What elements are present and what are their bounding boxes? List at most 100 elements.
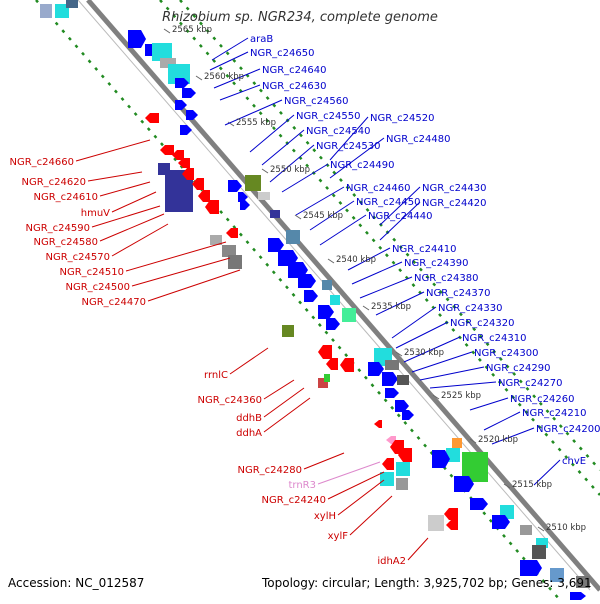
gene-feature[interactable] <box>175 100 187 110</box>
gene-label-forward[interactable]: NGR_c24430 <box>422 183 487 194</box>
gene-label-forward[interactable]: NGR_c24520 <box>370 113 435 124</box>
gene-label-reverse[interactable]: hmuV <box>81 208 110 219</box>
gene-feature[interactable] <box>210 235 222 245</box>
gene-label-reverse[interactable]: NGR_c24620 <box>22 177 87 188</box>
gene-feature[interactable] <box>318 305 334 319</box>
gene-feature[interactable] <box>576 576 590 588</box>
gene-feature[interactable] <box>380 472 394 486</box>
gene-feature[interactable] <box>205 200 219 214</box>
gene-feature[interactable] <box>304 290 318 302</box>
gene-feature[interactable] <box>397 375 409 385</box>
gene-feature[interactable] <box>428 515 444 531</box>
gene-label-reverse[interactable]: NGR_c24570 <box>46 252 111 263</box>
gene-label-reverse[interactable]: NGR_c24590 <box>26 223 91 234</box>
gene-feature[interactable] <box>330 295 340 305</box>
gene-feature[interactable] <box>258 192 270 200</box>
gene-feature[interactable] <box>446 520 458 530</box>
gene-feature[interactable] <box>318 345 332 359</box>
gene-feature[interactable] <box>390 440 404 454</box>
gene-label-forward[interactable]: NGR_c24560 <box>284 96 349 107</box>
gene-label-forward[interactable]: NGR_c24550 <box>296 111 361 122</box>
gene-label-reverse[interactable]: idhA2 <box>377 556 406 567</box>
gene-label-reverse[interactable]: NGR_c24470 <box>82 297 147 308</box>
gene-feature[interactable] <box>182 88 196 98</box>
gene-label-forward[interactable]: NGR_c24330 <box>438 303 503 314</box>
gene-feature[interactable] <box>324 374 330 382</box>
gene-feature[interactable] <box>396 462 410 476</box>
gene-feature[interactable] <box>385 388 399 398</box>
gene-label-forward[interactable]: NGR_c24300 <box>474 348 539 359</box>
gene-label-forward[interactable]: NGR_c24290 <box>486 363 551 374</box>
gene-label-forward[interactable]: NGR_c24640 <box>262 65 327 76</box>
gene-feature[interactable] <box>222 245 236 257</box>
gene-feature[interactable] <box>175 78 189 88</box>
gene-feature[interactable] <box>382 372 398 386</box>
gene-feature[interactable] <box>226 228 238 238</box>
gene-label-reverse[interactable]: NGR_c24580 <box>34 237 99 248</box>
gene-feature[interactable] <box>198 190 210 202</box>
gene-feature[interactable] <box>396 478 408 490</box>
gene-label-forward[interactable]: NGR_c24310 <box>462 333 527 344</box>
gene-label-forward[interactable]: NGR_c24540 <box>306 126 371 137</box>
gene-feature[interactable] <box>432 450 450 468</box>
gene-label-reverse[interactable]: NGR_c24360 <box>198 395 263 406</box>
gene-label-forward[interactable]: NGR_c24420 <box>422 198 487 209</box>
gene-feature[interactable] <box>452 438 462 448</box>
gene-feature[interactable] <box>382 458 394 470</box>
gene-feature[interactable] <box>186 110 198 120</box>
gene-label-forward[interactable]: NGR_c24650 <box>250 48 315 59</box>
gene-label-reverse[interactable]: NGR_c24280 <box>238 465 303 476</box>
gene-feature[interactable] <box>268 238 284 252</box>
gene-label-forward[interactable]: NGR_c24460 <box>346 183 411 194</box>
gene-feature[interactable] <box>182 168 194 180</box>
gene-feature[interactable] <box>238 192 248 202</box>
gene-feature[interactable] <box>444 508 458 520</box>
gene-label-reverse[interactable]: NGR_c24510 <box>60 267 125 278</box>
gene-label-forward[interactable]: NGR_c24260 <box>510 394 575 405</box>
gene-label-forward[interactable]: NGR_c24440 <box>368 211 433 222</box>
gene-label-forward[interactable]: NGR_c24320 <box>450 318 515 329</box>
gene-feature[interactable] <box>340 358 354 372</box>
gene-feature[interactable] <box>550 568 564 582</box>
gene-feature[interactable] <box>342 308 356 322</box>
gene-feature[interactable] <box>228 255 242 269</box>
gene-label-forward[interactable]: NGR_c24380 <box>414 273 479 284</box>
gene-feature[interactable] <box>172 150 184 160</box>
gene-label-reverse[interactable]: xylF <box>328 531 349 542</box>
gene-feature[interactable] <box>520 560 542 576</box>
gene-feature[interactable] <box>40 4 52 18</box>
gene-label-forward[interactable]: araB <box>250 34 273 45</box>
gene-feature[interactable] <box>128 30 146 48</box>
gene-feature[interactable] <box>385 360 399 370</box>
gene-label-reverse[interactable]: NGR_c24660 <box>10 157 75 168</box>
gene-feature[interactable] <box>160 58 176 68</box>
gene-label-forward[interactable]: NGR_c24210 <box>522 408 587 419</box>
gene-label-forward[interactable]: NGR_c24490 <box>330 160 395 171</box>
gene-feature[interactable] <box>245 175 261 191</box>
gene-feature[interactable] <box>322 280 332 290</box>
gene-feature[interactable] <box>178 158 190 168</box>
gene-feature[interactable] <box>402 410 414 420</box>
gene-label-reverse[interactable]: NGR_c24240 <box>262 495 327 506</box>
gene-feature[interactable] <box>66 0 78 8</box>
gene-feature[interactable] <box>470 498 488 510</box>
gene-feature[interactable] <box>520 525 532 535</box>
gene-label-forward[interactable]: NGR_c24480 <box>386 134 451 145</box>
gene-feature[interactable] <box>532 545 546 559</box>
gene-label-reverse[interactable]: NGR_c24610 <box>34 192 99 203</box>
gene-label-forward[interactable]: NGR_c24390 <box>404 258 469 269</box>
gene-label-forward[interactable]: NGR_c24410 <box>392 244 457 255</box>
gene-feature[interactable] <box>492 515 510 529</box>
gene-feature[interactable] <box>318 378 328 388</box>
gene-label-reverse[interactable]: trnR3 <box>288 480 316 491</box>
gene-label-forward[interactable]: chvE <box>562 456 586 467</box>
gene-label-reverse[interactable]: ddhB <box>236 413 262 424</box>
gene-feature[interactable] <box>536 538 548 548</box>
gene-label-forward[interactable]: NGR_c24270 <box>498 378 563 389</box>
gene-feature[interactable] <box>570 592 586 600</box>
gene-feature[interactable] <box>145 113 159 123</box>
gene-label-reverse[interactable]: xylH <box>314 511 336 522</box>
gene-feature[interactable] <box>398 448 412 462</box>
gene-feature[interactable] <box>386 436 396 444</box>
gene-label-forward[interactable]: NGR_c24630 <box>262 81 327 92</box>
